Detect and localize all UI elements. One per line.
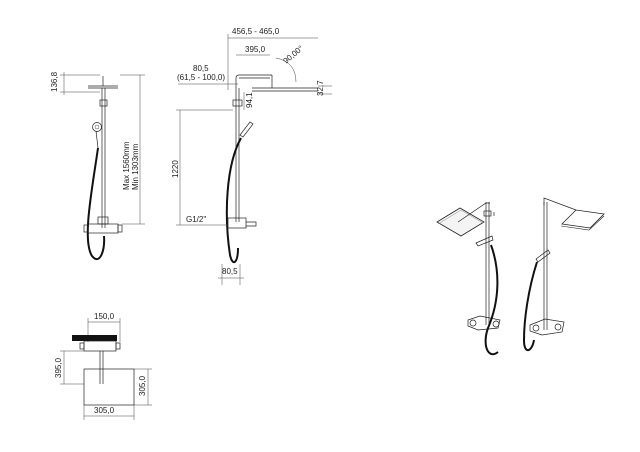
side-hand-shower xyxy=(239,121,254,138)
side-bottom-offset-label: 80,5 xyxy=(222,267,238,276)
front-view: 136,8 Max 1560mm Min 1303mm xyxy=(50,71,145,261)
side-angle-label: 90,00° xyxy=(282,44,306,66)
top-mixer-depth-label: 150,0 xyxy=(94,312,115,321)
side-outlet-height-label: 1220 xyxy=(171,160,180,178)
top-head-width-label: 305,0 xyxy=(94,406,115,415)
front-max-height-label: Max 1560mm xyxy=(122,141,131,190)
front-min-height-label: Min 1303mm xyxy=(131,143,140,190)
perspective-view-right xyxy=(522,197,605,352)
side-wall-offset-range-label: (61,5 - 100,0) xyxy=(177,73,225,82)
slider-bracket xyxy=(99,99,108,107)
side-wall-offset-label: 80,5 xyxy=(193,64,209,73)
side-mixer xyxy=(227,217,247,229)
top-view: 150,0 395,0 305,0 305,0 xyxy=(54,312,152,420)
side-head-thickness-label: 32,7 xyxy=(316,80,325,96)
side-arm-range-label: 456,5 - 465,0 xyxy=(232,27,280,36)
side-riser-offset-label: 94,1 xyxy=(245,92,254,108)
perspective-view-left xyxy=(436,202,501,356)
top-head-depth-label: 305,0 xyxy=(138,375,147,396)
side-thread-label: G1/2" xyxy=(186,215,206,224)
side-view: 456,5 - 465,0 395,0 90,00° 80,5 (61,5 - … xyxy=(171,27,332,285)
front-mixer xyxy=(87,223,119,234)
front-top-offset-label: 136,8 xyxy=(50,71,59,92)
hand-shower-head xyxy=(92,122,102,132)
top-head-projection-label: 395,0 xyxy=(54,357,63,378)
top-head-square xyxy=(83,368,135,406)
side-arm-length-label: 395,0 xyxy=(245,45,266,54)
